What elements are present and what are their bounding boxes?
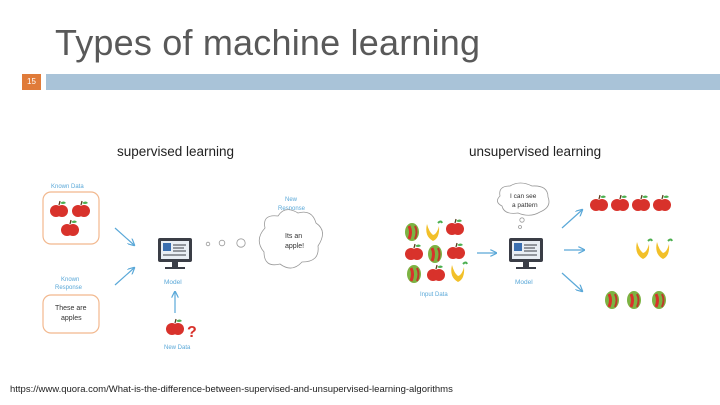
pattern-label-2: a pattern — [512, 202, 538, 209]
slide-title: Types of machine learning — [55, 22, 481, 63]
these-are-label-2: apples — [61, 315, 82, 322]
question-mark-icon: ? — [187, 324, 197, 341]
known-response-label-1: Known — [61, 277, 79, 283]
banana-icon — [655, 238, 673, 260]
known-data-box — [42, 191, 100, 245]
apple-icon — [445, 218, 465, 236]
its-an-label-2: apple! — [285, 243, 304, 250]
thought-dot — [519, 217, 525, 223]
apple-icon — [652, 194, 672, 212]
thought-dot — [205, 241, 211, 247]
supervised-heading: supervised learning — [117, 144, 235, 159]
pattern-cloud — [497, 182, 550, 216]
its-an-label-1: Its an — [285, 233, 302, 240]
title-rule — [46, 74, 720, 90]
unsupervised-heading: unsupervised learning — [469, 144, 602, 159]
banana-icon — [425, 220, 443, 242]
guava-icon — [603, 289, 621, 311]
banana-icon — [635, 238, 653, 260]
known-response-label-2: Response — [55, 285, 83, 291]
apple-icon — [610, 194, 630, 212]
supervised-model-label: Model — [164, 279, 182, 286]
model-monitor-icon — [508, 237, 544, 270]
guava-icon — [405, 263, 423, 285]
arrow-icon — [114, 227, 134, 245]
arrow-icon — [561, 210, 582, 229]
these-are-label-1: These are — [55, 305, 87, 312]
arrow-icon — [114, 268, 134, 286]
guava-icon — [426, 243, 444, 265]
thought-dot — [236, 238, 246, 248]
input-data-label: Input Data — [420, 292, 448, 298]
pattern-label-1: I can see — [510, 193, 537, 200]
known-data-label: Known Data — [51, 184, 84, 190]
new-apple-icon — [165, 318, 185, 336]
slide-number: 15 — [22, 74, 41, 90]
apple-icon — [631, 194, 651, 212]
model-monitor-icon — [157, 237, 193, 270]
guava-icon — [625, 289, 643, 311]
unsupervised-model-label: Model — [515, 279, 533, 286]
apple-icon — [404, 243, 424, 261]
new-response-label-2: Response — [278, 206, 306, 212]
new-data-label: New Data — [164, 345, 191, 351]
arrow-icon — [561, 272, 582, 291]
new-response-label-1: New — [285, 197, 298, 203]
banana-icon — [450, 261, 468, 283]
apple-icon — [446, 242, 466, 260]
known-response-box — [42, 294, 100, 334]
guava-icon — [650, 289, 668, 311]
thought-dot — [218, 239, 226, 247]
thought-dot — [518, 225, 522, 229]
guava-icon — [403, 221, 421, 243]
response-cloud — [258, 209, 323, 269]
apple-icon — [589, 194, 609, 212]
source-link[interactable]: https://www.quora.com/What-is-the-differ… — [10, 384, 453, 395]
apple-icon — [426, 264, 446, 282]
